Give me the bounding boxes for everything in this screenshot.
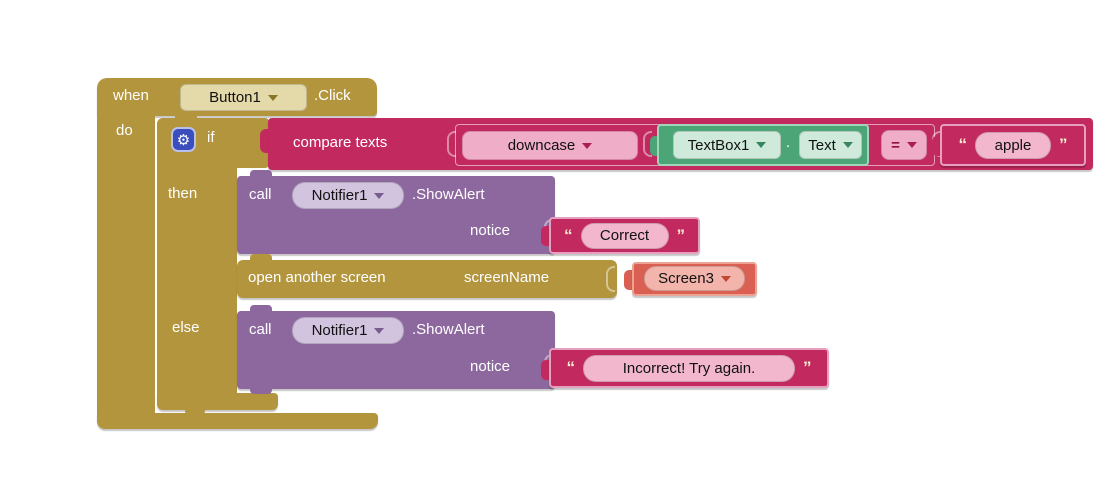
open-screen-label: open another screen — [248, 269, 386, 286]
block-tab — [541, 226, 551, 246]
open-quote: “ — [564, 225, 573, 245]
block-notch — [250, 170, 272, 177]
input-socket — [447, 131, 456, 157]
mutator-gear-button[interactable]: ⚙ — [171, 127, 196, 152]
block-notch — [250, 305, 272, 312]
open-quote: “ — [958, 135, 968, 154]
dropdown-arrow-icon — [267, 94, 278, 101]
showalert-label: .ShowAlert — [412, 186, 485, 203]
screen3-dropdown[interactable]: Screen3 — [644, 266, 745, 291]
else-label: else — [172, 319, 200, 336]
notice-label: notice — [470, 222, 511, 239]
notice-label: notice — [470, 358, 511, 375]
correct-string-body[interactable]: “ Correct ” — [549, 217, 700, 254]
notifier1-dropdown[interactable]: Notifier1 — [292, 182, 404, 209]
notifier1-dropdown-value: Notifier1 — [311, 322, 368, 339]
block-notch — [175, 112, 197, 120]
input-socket — [643, 131, 652, 157]
downcase-dropdown-value: downcase — [507, 137, 576, 154]
notifier1-dropdown[interactable]: Notifier1 — [292, 317, 404, 344]
call-label: call — [249, 186, 272, 203]
if-label: if — [207, 129, 215, 146]
screenname-label: screenName — [464, 269, 550, 286]
incorrect-value-pill[interactable]: Incorrect! Try again. — [583, 354, 795, 382]
input-socket — [606, 266, 615, 292]
compare-texts-label: compare texts — [293, 134, 388, 151]
when-block-footer[interactable] — [97, 413, 378, 429]
block-notch — [250, 254, 272, 261]
correct-value: Correct — [599, 227, 650, 244]
button1-dropdown-value: Button1 — [209, 89, 261, 106]
dropdown-arrow-icon — [720, 275, 731, 282]
when-label: when — [113, 87, 149, 104]
textbox1-dropdown[interactable]: TextBox1 — [673, 131, 781, 159]
if-block-footer[interactable] — [157, 393, 278, 410]
showalert-label: .ShowAlert — [412, 321, 485, 338]
apple-string-body[interactable]: “ apple ” — [940, 124, 1086, 166]
block-notch — [185, 408, 205, 416]
notifier1-dropdown-value: Notifier1 — [311, 187, 368, 204]
dropdown-arrow-icon — [906, 142, 917, 148]
dropdown-arrow-icon — [374, 192, 385, 199]
then-label: then — [168, 185, 198, 202]
incorrect-string-body[interactable]: “ Incorrect! Try again. ” — [549, 348, 829, 388]
block-tab — [541, 360, 551, 380]
incorrect-value: Incorrect! Try again. — [622, 359, 756, 377]
click-event-label: .Click — [314, 87, 351, 104]
dropdown-arrow-icon — [374, 327, 385, 334]
block-tab — [650, 136, 659, 156]
text-property-value: Text — [808, 136, 836, 154]
dropdown-arrow-icon — [582, 142, 593, 149]
open-screen-body[interactable] — [237, 260, 617, 298]
apple-value-pill[interactable]: apple — [975, 131, 1051, 159]
do-label: do — [116, 122, 133, 139]
dropdown-arrow-icon — [842, 142, 853, 148]
close-quote: ” — [676, 225, 686, 245]
when-block-spine[interactable] — [97, 110, 155, 414]
dropdown-arrow-icon — [756, 142, 767, 148]
block-tab — [260, 129, 270, 153]
dot-separator: . — [786, 134, 791, 151]
downcase-dropdown[interactable]: downcase — [462, 131, 638, 160]
open-quote: “ — [566, 358, 576, 377]
block-notch — [250, 387, 272, 394]
button1-dropdown[interactable]: Button1 — [180, 84, 307, 111]
screen3-dropdown-value: Screen3 — [658, 270, 714, 287]
call-label: call — [249, 321, 272, 338]
equals-dropdown[interactable]: = — [881, 130, 927, 160]
close-quote: ” — [1059, 135, 1068, 154]
equals-dropdown-value: = — [891, 136, 900, 154]
textbox1-dropdown-value: TextBox1 — [687, 136, 750, 154]
block-tab — [932, 136, 942, 156]
correct-value-pill[interactable]: Correct — [580, 222, 669, 249]
apple-value: apple — [994, 136, 1032, 154]
close-quote: ” — [803, 358, 812, 377]
gear-icon: ⚙ — [176, 131, 191, 149]
block-tab — [624, 270, 634, 290]
text-property-dropdown[interactable]: Text — [799, 131, 862, 159]
